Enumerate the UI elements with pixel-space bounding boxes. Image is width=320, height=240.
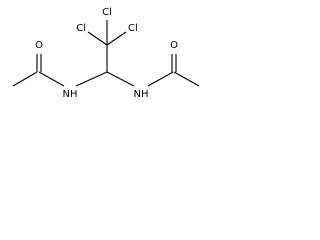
bond-c-cl-right [106, 31, 127, 46]
atom-nh-right: NH [134, 89, 149, 100]
atom-labels: Cl Cl Cl O O NH NH [35, 7, 178, 100]
atom-nh-left: NH [63, 89, 78, 100]
atom-o-right: O [170, 40, 178, 51]
atom-cl-left: Cl [76, 23, 86, 34]
bond-ch-right-n [106, 71, 135, 87]
atom-o-left: O [35, 40, 43, 51]
bond-left-n-ch [75, 71, 108, 87]
bond-right-methyl [173, 71, 200, 87]
bond-c-cl-left [87, 31, 108, 46]
bond-left-methyl [12, 71, 38, 87]
bond-right-n-carbonyl [147, 71, 174, 87]
atom-cl-right: Cl [128, 23, 138, 34]
bond-left-carbonyl-n [38, 71, 65, 87]
chemical-structure-diagram: Cl Cl Cl O O NH NH [12, 7, 200, 100]
atom-cl-top: Cl [102, 7, 112, 18]
bonds [12, 20, 200, 87]
